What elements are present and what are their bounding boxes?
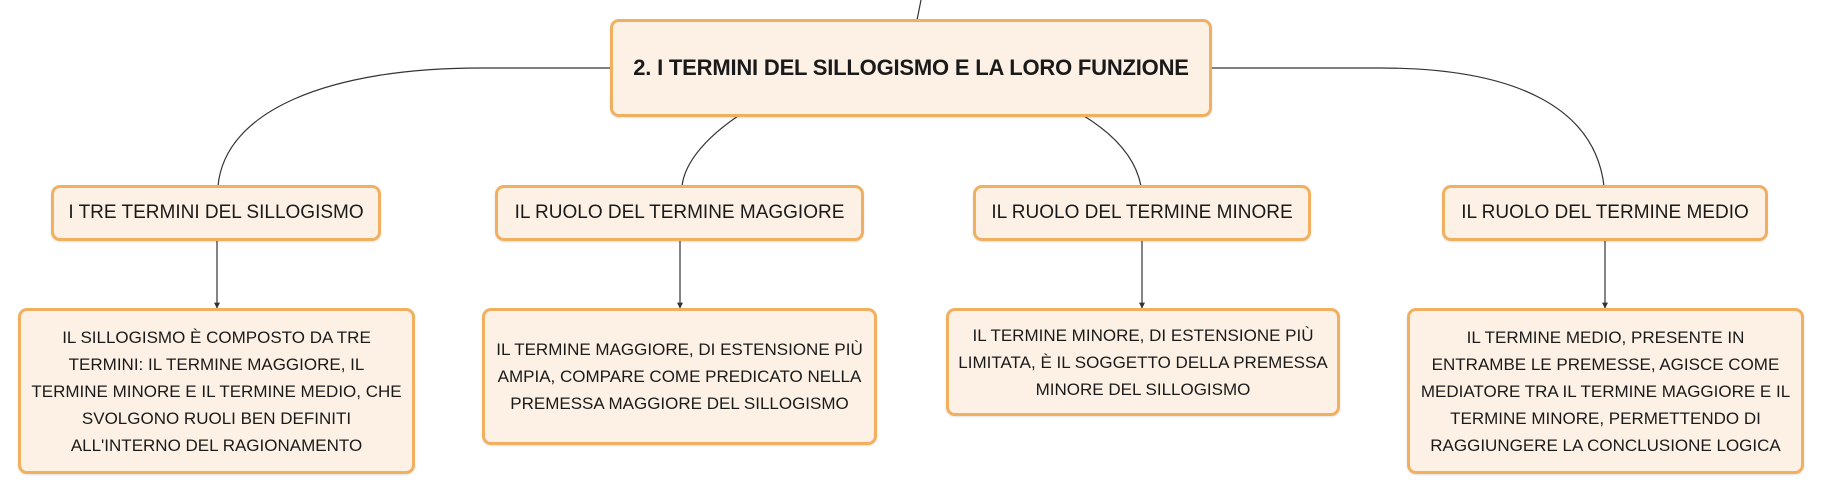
detail-text: IL TERMINE MEDIO, PRESENTE IN ENTRAMBE L… xyxy=(1420,327,1791,455)
detail-node-termine-maggiore[interactable]: IL TERMINE MAGGIORE, DI ESTENSIONE PIÙ A… xyxy=(482,308,877,445)
connector-root-to-topic-3 xyxy=(1083,115,1142,187)
detail-text: IL TERMINE MAGGIORE, DI ESTENSIONE PIÙ A… xyxy=(496,340,863,413)
topic-node-termine-minore[interactable]: IL RUOLO DEL TERMINE MINORE xyxy=(973,185,1311,241)
topic-node-termine-medio[interactable]: IL RUOLO DEL TERMINE MEDIO xyxy=(1442,185,1768,241)
detail-text: IL TERMINE MINORE, DI ESTENSIONE PIÙ LIM… xyxy=(958,325,1328,399)
topic-node-tre-termini[interactable]: I TRE TERMINI DEL SILLOGISMO xyxy=(51,185,381,241)
detail-text: IL SILLOGISMO È COMPOSTO DA TRE TERMINI:… xyxy=(31,327,402,455)
topic-label: IL RUOLO DEL TERMINE MEDIO xyxy=(1461,202,1749,223)
detail-node-termine-minore[interactable]: IL TERMINE MINORE, DI ESTENSIONE PIÙ LIM… xyxy=(946,308,1340,416)
topic-label: IL RUOLO DEL TERMINE MINORE xyxy=(991,202,1293,223)
root-title: 2. I TERMINI DEL SILLOGISMO E LA LORO FU… xyxy=(633,55,1189,80)
connector-parent-to-root xyxy=(916,0,922,21)
topic-label: I TRE TERMINI DEL SILLOGISMO xyxy=(68,202,364,223)
topic-node-termine-maggiore[interactable]: IL RUOLO DEL TERMINE MAGGIORE xyxy=(495,185,864,241)
detail-node-termine-medio[interactable]: IL TERMINE MEDIO, PRESENTE IN ENTRAMBE L… xyxy=(1407,308,1804,474)
detail-node-tre-termini[interactable]: IL SILLOGISMO È COMPOSTO DA TRE TERMINI:… xyxy=(18,308,415,474)
connector-root-to-topic-4 xyxy=(1210,67,1605,187)
connector-root-to-topic-2 xyxy=(681,115,739,187)
topic-label: IL RUOLO DEL TERMINE MAGGIORE xyxy=(514,202,845,223)
connector-root-to-topic-1 xyxy=(217,67,612,187)
root-node[interactable]: 2. I TERMINI DEL SILLOGISMO E LA LORO FU… xyxy=(610,19,1212,117)
